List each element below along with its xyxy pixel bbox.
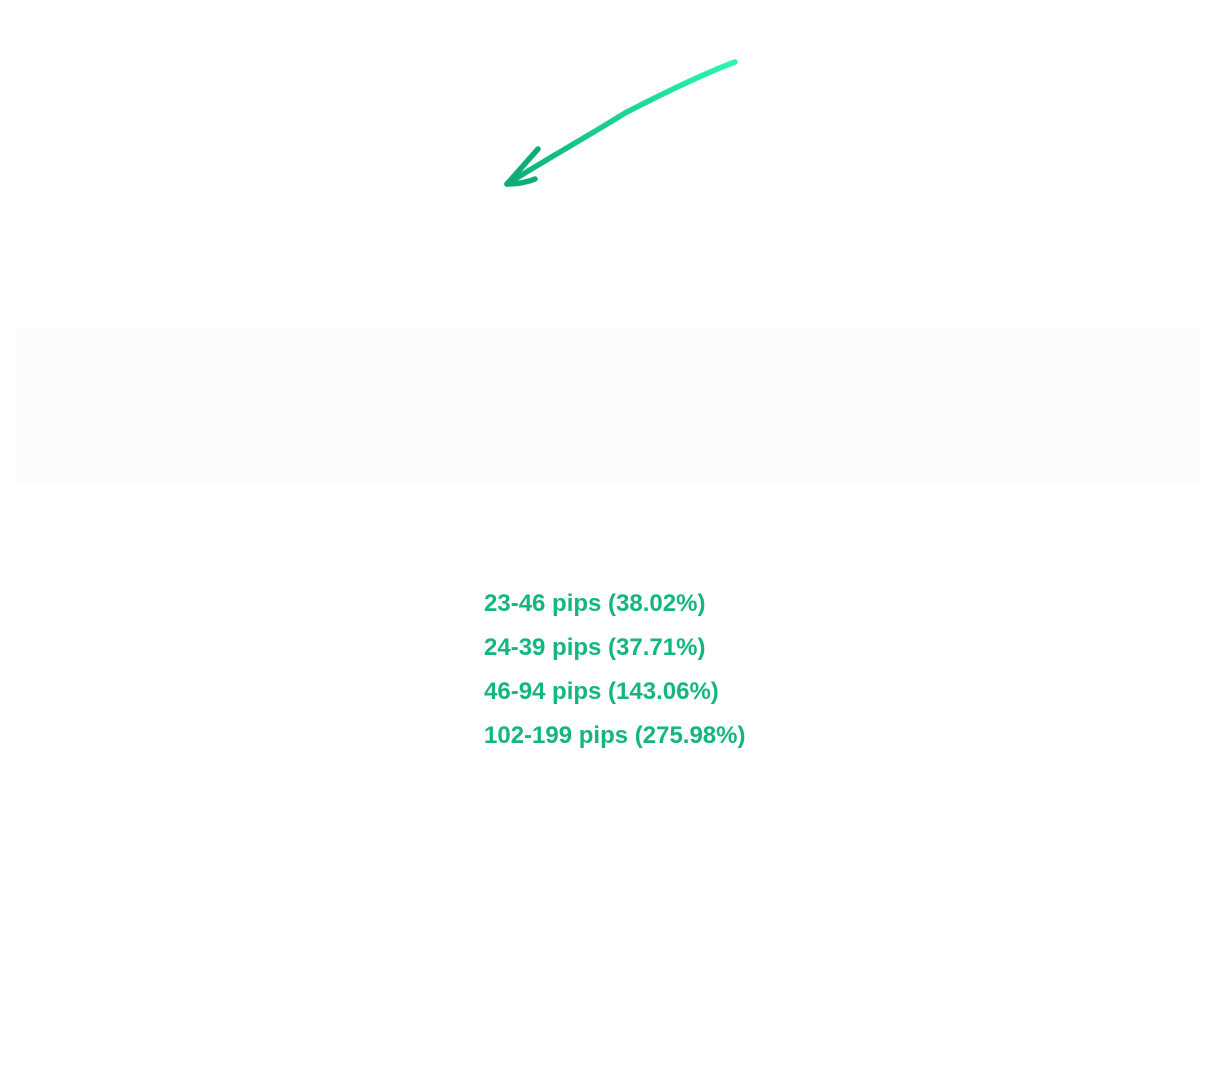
result-item: 24-39 pips (37.71%) (484, 634, 706, 661)
result-item: 46-94 pips (143.06%) (484, 678, 719, 705)
hand-drawn-arrow-icon (504, 59, 738, 187)
result-item: 102-199 pips (275.98%) (484, 722, 746, 749)
info-panel (16, 328, 1200, 484)
result-item: 23-46 pips (38.02%) (484, 590, 706, 617)
results-list: 23-46 pips (38.02%) 24-39 pips (37.71%) … (484, 582, 745, 758)
